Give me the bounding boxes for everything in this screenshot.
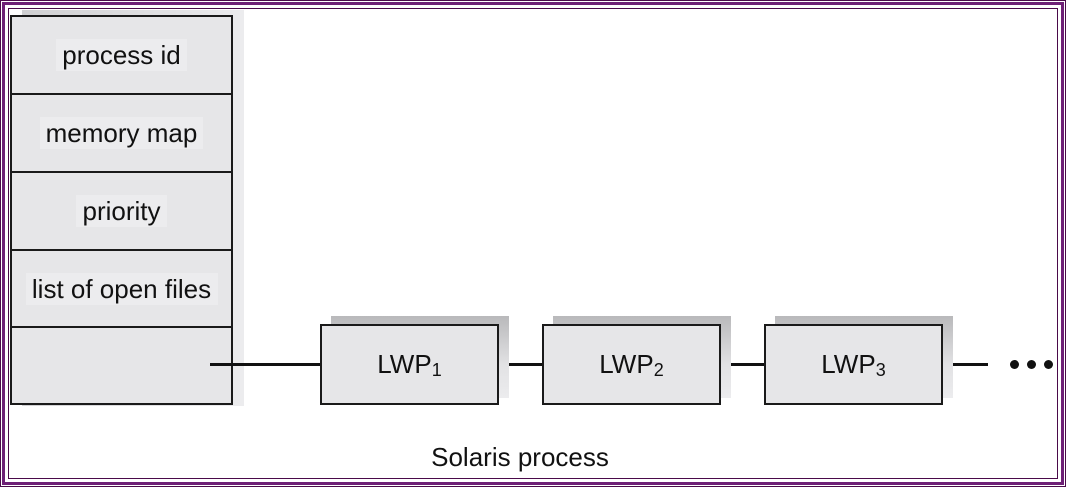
field-process-id: process id: [12, 17, 231, 95]
lwp-2-subscript: 2: [653, 360, 664, 380]
field-open-files: list of open files: [12, 251, 231, 328]
lwp-1-subscript: 1: [431, 360, 442, 380]
connector-table-lwp1: [210, 363, 322, 366]
diagram-caption: Solaris process: [431, 442, 609, 472]
connector-lwp3-more: [943, 363, 988, 366]
field-lwp-list: [12, 328, 231, 403]
field-priority-label: priority: [76, 195, 167, 227]
continuation-ellipsis: [1008, 357, 1058, 373]
lwp-3-label: LWP: [821, 349, 876, 379]
process-table: process id memory map priority list of o…: [10, 15, 233, 405]
connector-lwp1-lwp2: [499, 363, 544, 366]
lwp-1-label: LWP: [377, 349, 432, 379]
connector-lwp2-lwp3: [721, 363, 766, 366]
field-process-id-label: process id: [56, 39, 187, 71]
lwp-2-label: LWP: [599, 349, 654, 379]
field-memory-map-label: memory map: [39, 117, 204, 149]
field-memory-map: memory map: [12, 95, 231, 173]
lwp-3-subscript: 3: [875, 360, 886, 380]
field-open-files-label: list of open files: [25, 272, 218, 305]
field-priority: priority: [12, 173, 231, 251]
